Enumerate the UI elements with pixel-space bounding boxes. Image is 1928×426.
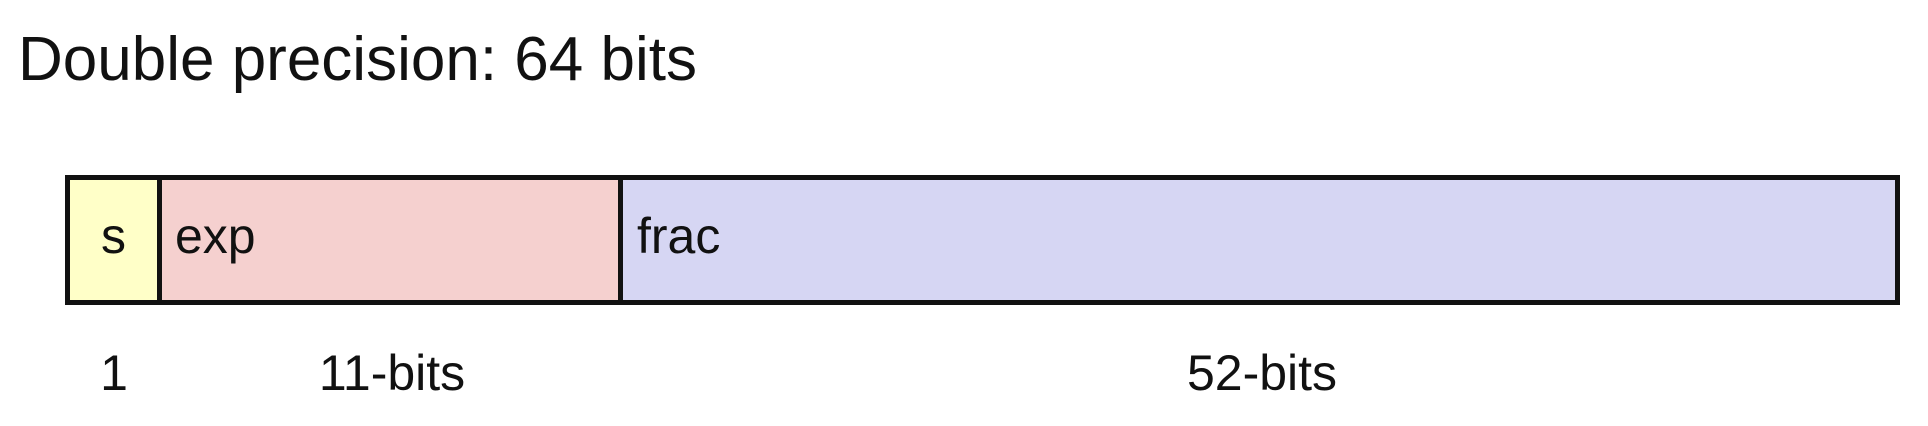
exponent-field: exp [162, 180, 623, 300]
fraction-field: frac [623, 180, 1895, 300]
sign-width-label: 1 [100, 345, 128, 401]
fraction-width-label: 52-bits [1186, 345, 1338, 401]
sign-field-label: s [101, 208, 126, 264]
diagram-title: Double precision: 64 bits [18, 25, 697, 94]
fraction-field-label: frac [637, 208, 721, 264]
bit-layout-bar: s exp frac [65, 175, 1900, 305]
exponent-width-label: 11-bits [318, 345, 466, 401]
exponent-field-label: exp [175, 208, 256, 264]
sign-field: s [70, 180, 162, 300]
